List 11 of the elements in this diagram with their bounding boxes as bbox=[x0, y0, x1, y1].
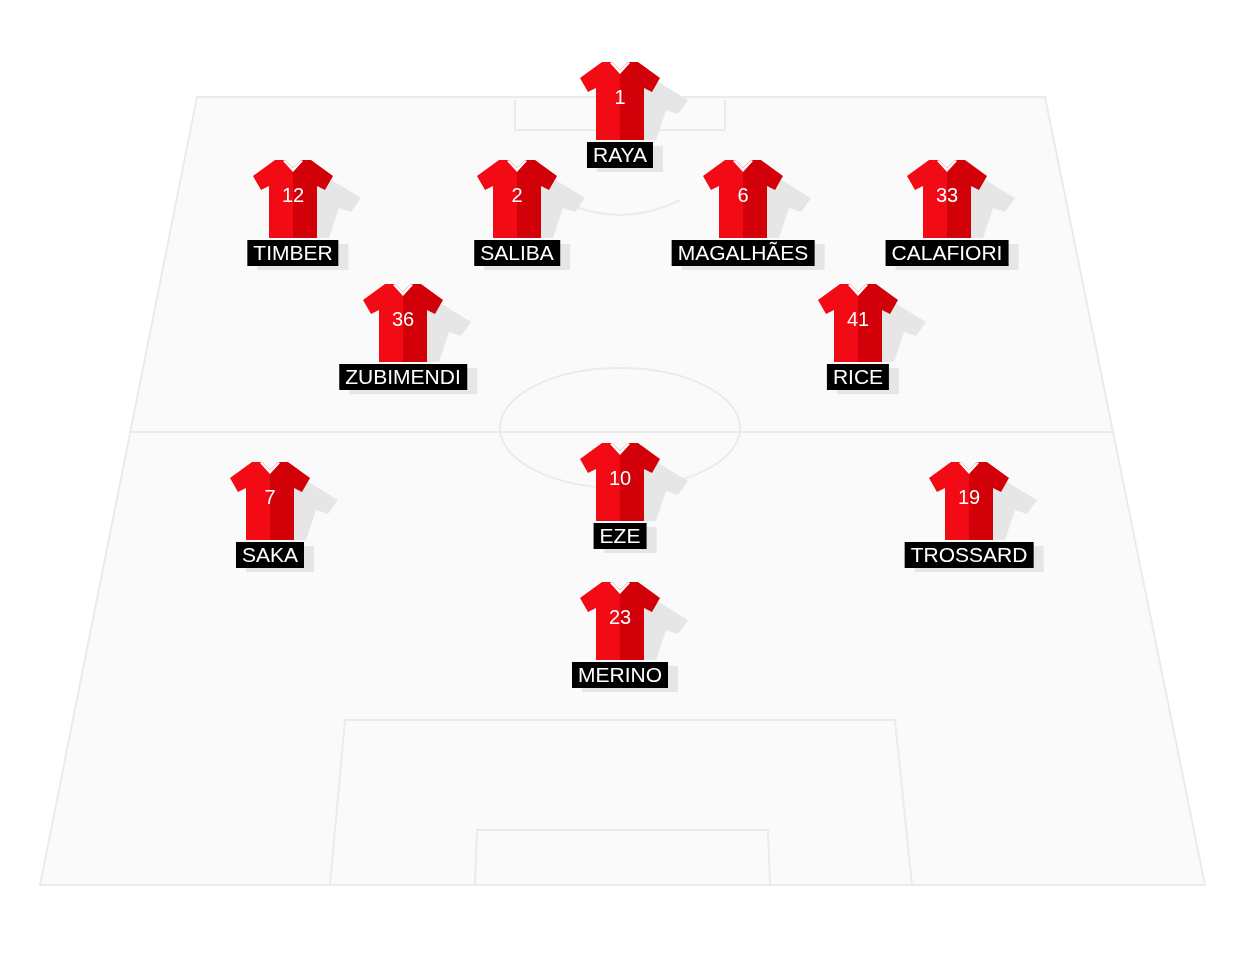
shirt-number: 41 bbox=[845, 308, 871, 331]
shirt-number: 23 bbox=[607, 606, 633, 629]
shirt-number: 12 bbox=[280, 184, 306, 207]
shirt-number: 19 bbox=[956, 486, 982, 509]
shirt-number: 2 bbox=[510, 184, 524, 207]
shirt-number: 33 bbox=[934, 184, 960, 207]
shirt-number: 1 bbox=[613, 86, 627, 109]
shirt-number: 6 bbox=[736, 184, 750, 207]
shirt-number: 10 bbox=[607, 467, 633, 490]
shirt-number: 7 bbox=[263, 486, 277, 509]
shirt-number: 36 bbox=[390, 308, 416, 331]
